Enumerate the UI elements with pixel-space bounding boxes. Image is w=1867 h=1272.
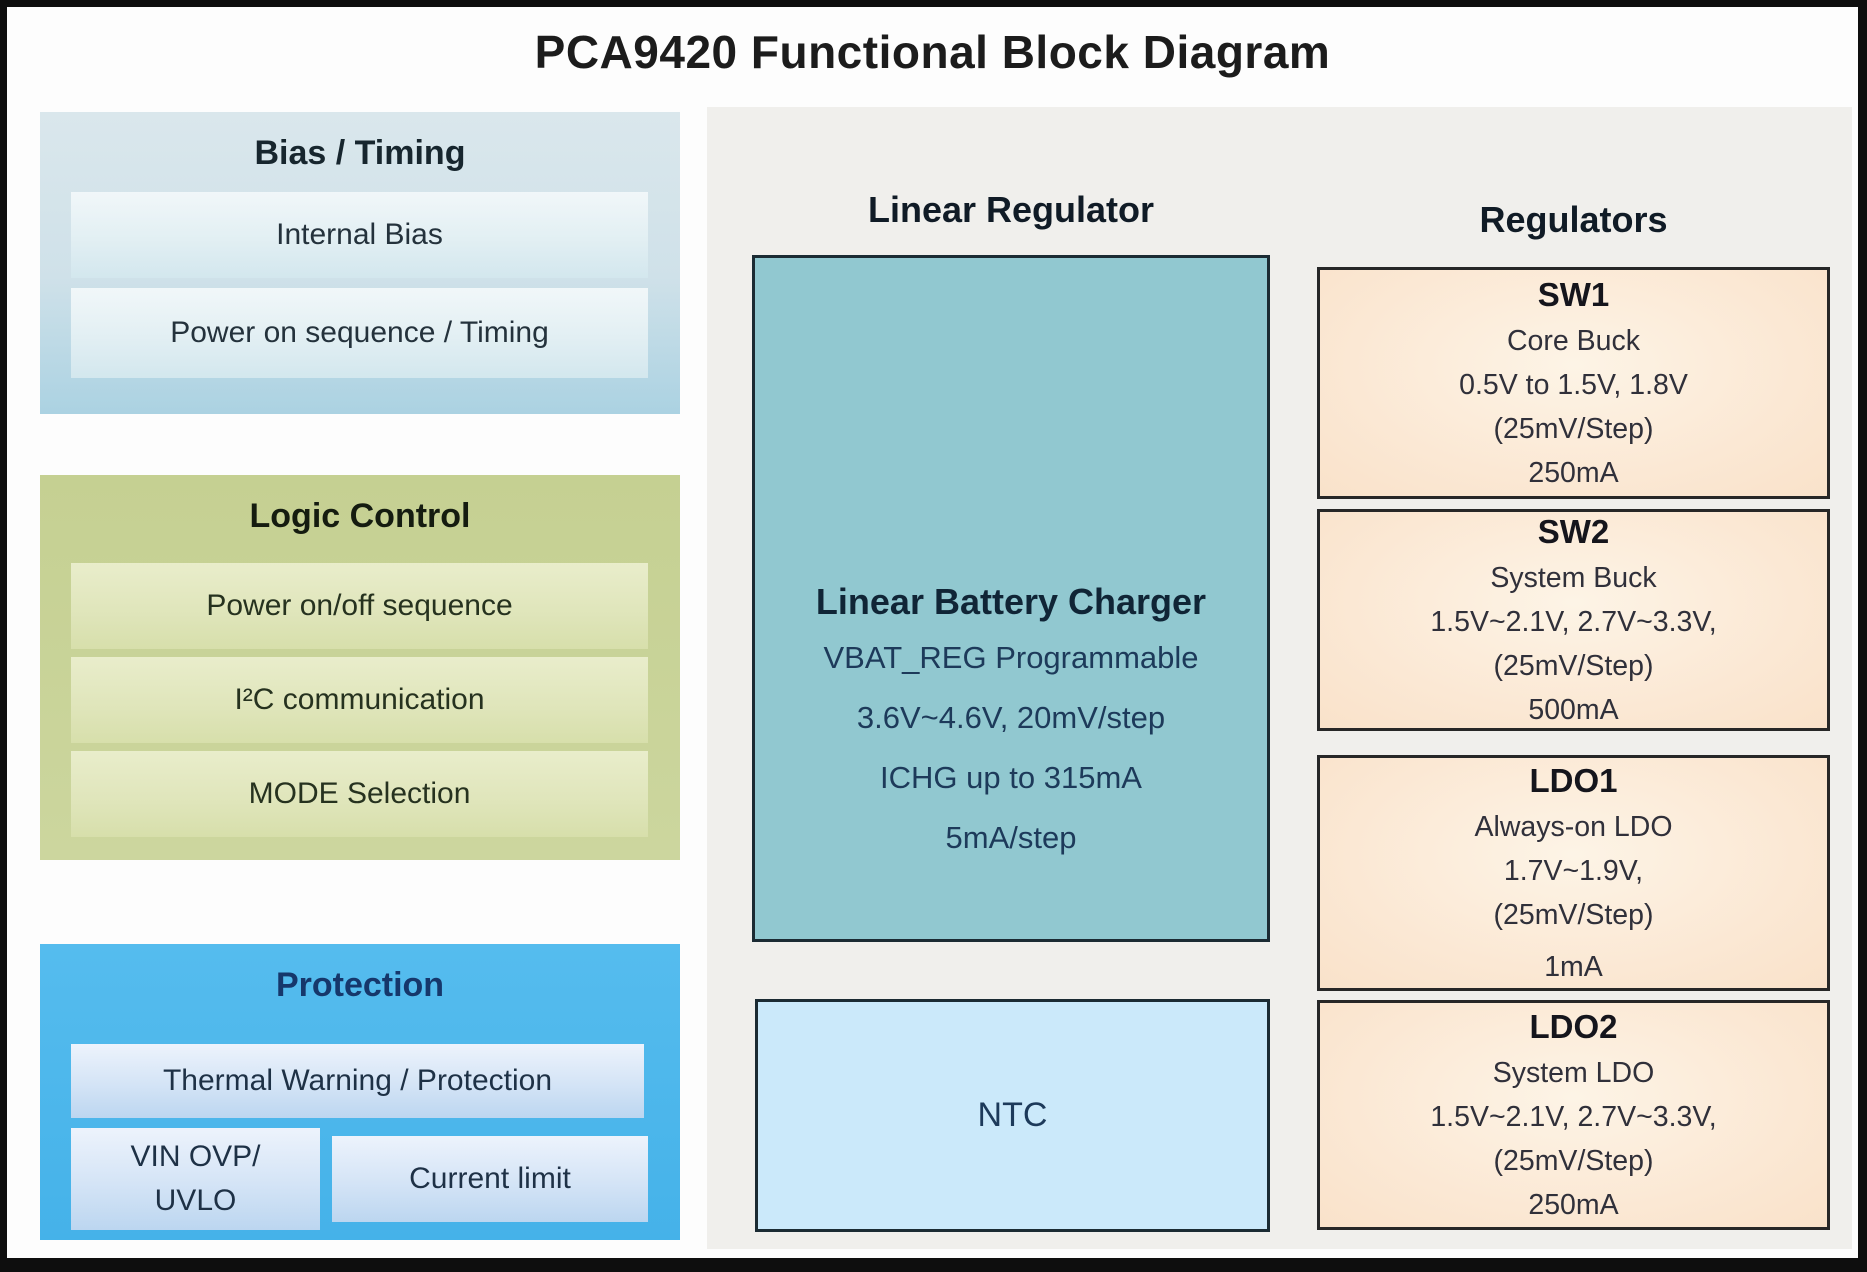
ldo2-box: LDO2 System LDO 1.5V~2.1V, 2.7V~3.3V, (2… [1317, 1000, 1830, 1230]
internal-bias-box: Internal Bias [71, 192, 648, 278]
i2c-communication-box: I²C communication [71, 657, 648, 743]
sw1-line-range: 0.5V to 1.5V, 1.8V [1459, 369, 1688, 401]
charger-line-range: 3.6V~4.6V, 20mV/step [856, 700, 1166, 735]
mode-selection-box: MODE Selection [71, 751, 648, 837]
sw2-box: SW2 System Buck 1.5V~2.1V, 2.7V~3.3V, (2… [1317, 509, 1830, 731]
bias-timing-block: Bias / Timing Internal Bias Power on seq… [40, 112, 680, 414]
thermal-warning-protection-box: Thermal Warning / Protection [71, 1044, 644, 1118]
protection-title: Protection [275, 966, 445, 1004]
linear-battery-charger-box: Linear Battery Charger VBAT_REG Programm… [752, 255, 1270, 942]
uvlo-line: UVLO [154, 1184, 237, 1217]
logic-control-title: Logic Control [249, 497, 471, 535]
ldo2-line-range: 1.5V~2.1V, 2.7V~3.3V, [1430, 1101, 1717, 1133]
sw1-line-type: Core Buck [1506, 325, 1641, 357]
ldo1-line-current: 1mA [1544, 951, 1603, 983]
ldo1-box: LDO1 Always-on LDO 1.7V~1.9V, (25mV/Step… [1317, 755, 1830, 991]
sw1-line-step: (25mV/Step) [1493, 413, 1654, 445]
vin-ovp-uvlo-box: VIN OVP/ UVLO [71, 1128, 320, 1230]
charger-line-step: 5mA/step [945, 820, 1077, 855]
ldo1-line-type: Always-on LDO [1474, 811, 1673, 843]
ldo2-line-type: System LDO [1492, 1057, 1655, 1089]
sw1-box: SW1 Core Buck 0.5V to 1.5V, 1.8V (25mV/S… [1317, 267, 1830, 499]
sw2-line-step: (25mV/Step) [1493, 650, 1654, 682]
ldo1-line-range: 1.7V~1.9V, [1503, 855, 1644, 887]
ldo2-line-step: (25mV/Step) [1493, 1145, 1654, 1177]
power-on-sequence-timing-box: Power on sequence / Timing [71, 288, 648, 378]
ntc-box: NTC [755, 999, 1270, 1232]
sw2-line-range: 1.5V~2.1V, 2.7V~3.3V, [1430, 606, 1717, 638]
vin-ovp-line: VIN OVP/ [130, 1140, 261, 1173]
sw1-line-current: 250mA [1528, 457, 1619, 489]
regulators-header: Regulators [1479, 199, 1668, 240]
linear-regulator-header: Linear Regulator [867, 189, 1155, 230]
ldo2-line-current: 250mA [1528, 1189, 1619, 1221]
ldo1-name: LDO1 [1529, 762, 1618, 799]
charger-line-ichg: ICHG up to 315mA [880, 760, 1142, 795]
page-title: PCA9420 Functional Block Diagram [534, 26, 1331, 78]
charger-line-vbat: VBAT_REG Programmable [823, 640, 1199, 675]
ldo2-name: LDO2 [1529, 1008, 1618, 1045]
protection-block: Protection Thermal Warning / Protection … [40, 944, 680, 1240]
logic-control-block: Logic Control Power on/off sequence I²C … [40, 475, 680, 860]
bias-timing-title: Bias / Timing [254, 134, 466, 172]
ldo1-line-step: (25mV/Step) [1493, 899, 1654, 931]
sw2-line-type: System Buck [1490, 562, 1657, 594]
current-limit-box: Current limit [332, 1136, 648, 1222]
sw2-name: SW2 [1537, 513, 1610, 550]
sw1-name: SW1 [1537, 276, 1610, 313]
linear-battery-charger-title: Linear Battery Charger [815, 581, 1207, 622]
power-on-off-sequence-box: Power on/off sequence [71, 563, 648, 649]
sw2-line-current: 500mA [1528, 694, 1619, 726]
